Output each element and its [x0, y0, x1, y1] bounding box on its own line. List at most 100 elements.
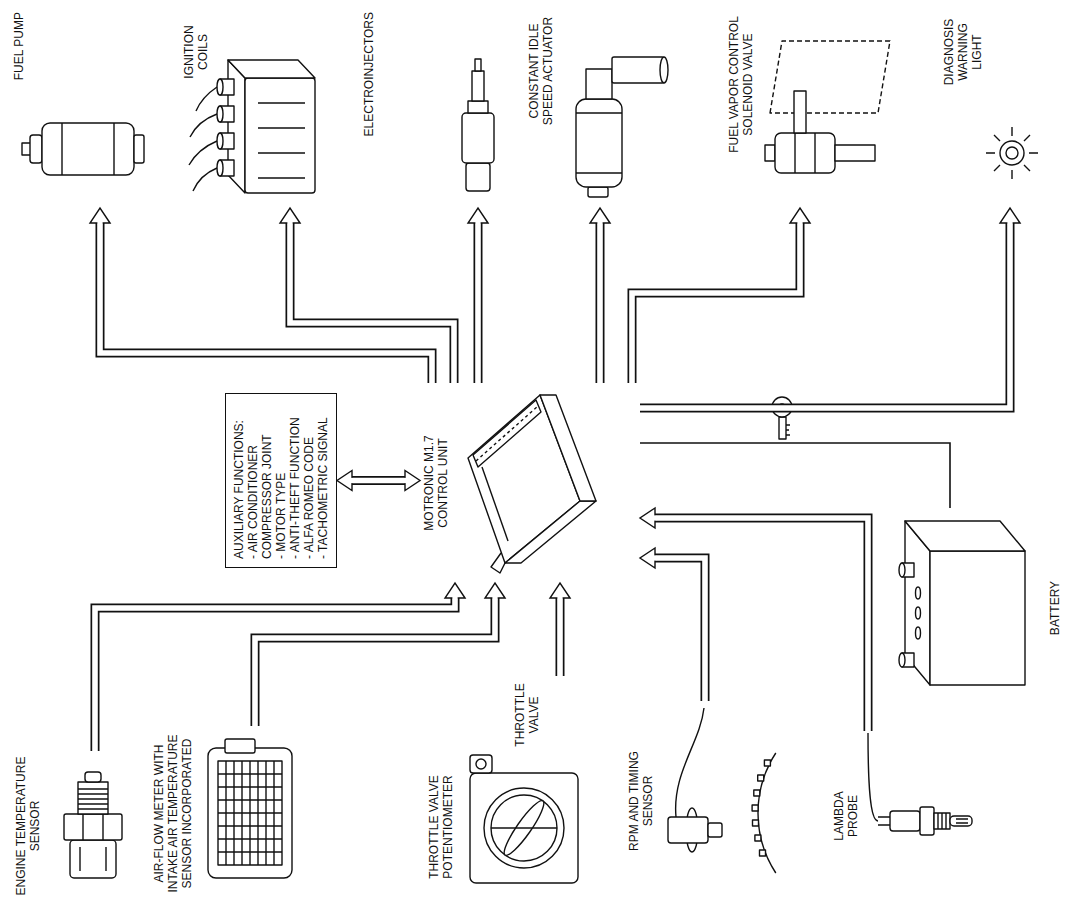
label-holder: FUEL VAPOR CONTROL SOLENOID VALVE: [727, 12, 755, 157]
label-holder: - TACHOMETRIC SIGNAL: [316, 402, 330, 559]
injector-drawing: [468, 101, 488, 113]
component-label: FUEL PUMP: [12, 12, 26, 80]
actuator-component: FUEL VAPOR CONTROL SOLENOID VALVE: [725, 10, 900, 208]
idle-actuator-drawing: [588, 187, 608, 197]
injector-drawing: [462, 59, 494, 191]
component-label: CONSTANT IDLE SPEED ACTUATOR: [527, 12, 555, 130]
rpm-sensor-drawing: [755, 835, 761, 841]
label-holder: - ANTI-THEFT FUNCTION: [288, 402, 302, 559]
label-holder: AIR-FLOW METER WITH INTAKE AIR TEMPERATU…: [152, 729, 194, 899]
arrow-stem-outline: [351, 476, 406, 485]
temperature-sensor-drawing: [64, 772, 122, 878]
arrow-stem-inner: [351, 478, 406, 484]
rpm-sensor-drawing: [754, 790, 760, 796]
label-holder: FUEL PUMP: [12, 12, 26, 80]
component-label: ENGINE TEMPERATURE SENSOR: [14, 753, 42, 899]
rpm-sensor-drawing: [668, 708, 776, 873]
arrowhead-opening: [404, 478, 406, 483]
injector-drawing: [472, 71, 484, 101]
hollow-arrow: [640, 508, 868, 731]
arrow-stem-inner: [475, 222, 481, 383]
battery-drawing: [930, 551, 1025, 685]
temperature-sensor-drawing: [64, 814, 122, 840]
air-flow-meter-drawing: [218, 761, 282, 865]
lambda-probe-drawing: [920, 807, 934, 835]
function-list-text: - ANTI-THEFT FUNCTION: [288, 402, 302, 559]
hollow-arrowhead: [280, 208, 300, 223]
hollow-arrow: [90, 208, 432, 383]
ignition-key-drawing: [786, 425, 790, 435]
arrowhead-opening: [597, 222, 602, 224]
arrow-stem-inner: [255, 597, 495, 726]
rpm-sensor-drawing: [752, 805, 758, 811]
throttle-body-drawing: [470, 773, 578, 883]
component-label: FUEL VAPOR CONTROL SOLENOID VALVE: [727, 12, 755, 157]
arrowhead-opening: [351, 478, 353, 483]
arrowhead-opening: [654, 515, 656, 520]
arrow-stem-outline: [654, 558, 705, 701]
label-holder: - MOTOR TYPE: [274, 402, 288, 559]
arrowhead-opening: [654, 555, 656, 560]
fuel-pump-drawing: [134, 135, 144, 163]
injector-drawing: [462, 113, 494, 163]
throttle-body-drawing: [484, 788, 564, 868]
arrowhead-opening: [492, 597, 497, 599]
warning-light-drawing: [1000, 141, 1024, 165]
hollow-arrowhead: [640, 548, 655, 568]
hollow-arrowhead: [90, 208, 110, 223]
arrowhead-opening: [287, 222, 292, 224]
component-label: BATTERY: [1048, 508, 1062, 708]
arrow-stem-outline: [596, 222, 605, 383]
hollow-arrowhead: [445, 583, 465, 598]
idle-actuator-drawing: [660, 57, 668, 83]
ignition-key-drawing: [779, 417, 786, 439]
air-flow-meter-drawing: [218, 761, 282, 865]
actuator-component: DIAGNOSIS WARNING LIGHT: [940, 10, 1075, 208]
lambda-probe-drawing: [956, 819, 968, 823]
actuator-component: CONSTANT IDLE SPEED ACTUATOR: [525, 10, 690, 208]
label-holder: ELECTROINJECTORS: [362, 12, 376, 136]
ignition-coils-drawing: [245, 78, 315, 193]
ignition-coils-drawing: [189, 60, 315, 193]
ignition-coils-drawing: [217, 133, 223, 149]
ignition-coils-drawing: [258, 103, 305, 178]
component-label: ELECTROINJECTORS: [362, 12, 376, 136]
battery-drawing: [899, 653, 905, 667]
hollow-arrow: [337, 471, 420, 491]
auxiliary-functions-box: AUXILIARY FUNCTIONS:- AIR CONDITIONER CO…: [225, 393, 337, 568]
rpm-sensor-drawing: [676, 708, 704, 817]
air-flow-meter-drawing: [225, 739, 255, 753]
battery-component: BATTERY: [885, 508, 1065, 708]
hollow-arrow: [632, 208, 810, 383]
rpm-sensor-drawing: [764, 760, 770, 766]
function-list-text: - MOTOR TYPE: [274, 402, 288, 559]
arrow-stem-outline: [474, 222, 483, 383]
lambda-probe-drawing: [878, 817, 890, 825]
sensor-component: ENGINE TEMPERATURE SENSOR: [12, 751, 132, 901]
throttle-body-drawing: [476, 759, 486, 769]
hollow-arrow: [280, 208, 454, 383]
label-holder: IGNITION COILS: [182, 12, 210, 92]
arrow-stem-inner: [557, 597, 563, 676]
rpm-sensor-drawing: [758, 753, 776, 873]
injector-drawing: [466, 163, 490, 191]
label-holder: ENGINE TEMPERATURE SENSOR: [14, 753, 42, 899]
hollow-arrow: [640, 208, 1020, 408]
temperature-sensor-drawing: [85, 772, 101, 782]
arrow-stem-outline: [654, 518, 868, 731]
idle-actuator-drawing: [576, 99, 622, 187]
temperature-sensor-drawing: [70, 840, 116, 878]
component-label: MOTRONIC M1.7 CONTROL UNIT: [422, 426, 450, 541]
function-list-text: AUXILIARY FUNCTIONS:: [232, 402, 246, 559]
hollow-arrowhead: [590, 208, 610, 223]
temperature-sensor-drawing: [78, 782, 108, 814]
arrow-stem-inner: [95, 597, 455, 751]
temperature-sensor-drawing: [78, 789, 108, 809]
function-list-text: - AIR CONDITIONER COMPRESSOR JOINT: [246, 402, 274, 559]
label-holder: MOTRONIC M1.7 CONTROL UNIT: [422, 426, 450, 541]
hollow-arrowhead: [550, 583, 570, 598]
component-label: DIAGNOSIS WARNING LIGHT: [942, 12, 984, 92]
function-list-text: - ALFA ROMEO CODE: [302, 402, 316, 559]
fuel-pump-drawing: [42, 123, 134, 175]
function-list-text: - TACHOMETRIC SIGNAL: [316, 402, 330, 559]
